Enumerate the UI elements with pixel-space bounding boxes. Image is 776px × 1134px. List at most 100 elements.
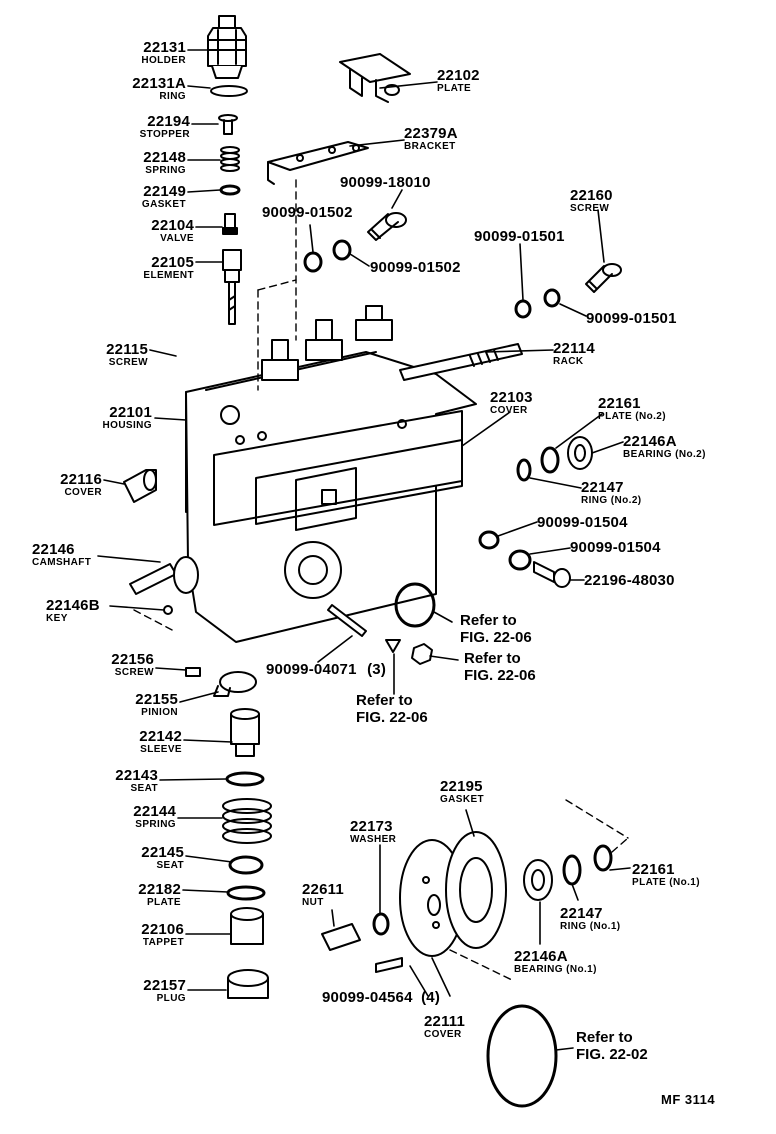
stud-drawing: [327, 604, 367, 637]
part-number: 22131: [143, 39, 186, 56]
label-cover-left: 22116 COVER: [20, 472, 102, 498]
part-number: 22142: [139, 728, 182, 745]
part-name: HOUSING: [102, 420, 152, 431]
gasket-drawing: [219, 184, 241, 196]
part-number: 22161: [632, 861, 675, 878]
reference-text: Refer to: [460, 612, 517, 629]
label-gasket-d: 90099-01501: [586, 311, 677, 326]
label-ring-no1: 22147 RING (No.1): [560, 906, 621, 932]
label-gasket-big: 22195 GASKET: [440, 779, 484, 805]
label-gasket-a: 90099-01502: [262, 205, 353, 220]
part-number: 22146: [32, 541, 75, 558]
label-bracket: 22379A BRACKET: [404, 126, 458, 152]
label-bolt-04564: 90099-04564 (4): [322, 990, 440, 1006]
part-number: 22160: [570, 187, 613, 204]
plate-no2-drawing: [540, 446, 560, 474]
bearing-no1-drawing: [523, 859, 553, 901]
part-number: 90099-01504: [570, 539, 661, 556]
part-name: BEARING (No.1): [514, 964, 597, 975]
reference-figure: FIG. 22-06: [460, 629, 532, 646]
bolt-18010-drawing: [367, 212, 407, 241]
reference-text: Refer to: [576, 1029, 633, 1046]
gasket-c-drawing: [514, 299, 532, 319]
part-name: NUT: [302, 897, 324, 908]
label-stud: 90099-04071 (3): [266, 662, 386, 678]
label-pinion: 22155 PINION: [80, 692, 178, 718]
label-bolt-48030: 22196-48030: [584, 573, 675, 588]
spring-top-drawing: [220, 146, 240, 172]
key-drawing: [163, 605, 173, 615]
plate-no1-drawing: [593, 844, 613, 872]
reference-text: Refer to: [464, 650, 521, 667]
part-name: KEY: [46, 613, 68, 624]
part-number: 22144: [133, 803, 176, 820]
screw-22160-drawing: [585, 263, 622, 293]
nut-drawing: [321, 923, 361, 951]
label-seat-top: 22143 SEAT: [80, 768, 158, 794]
label-ring: 22131A RING: [96, 76, 186, 102]
label-holder: 22131 HOLDER: [96, 40, 186, 66]
part-number: 22105: [151, 254, 194, 271]
part-name: COVER: [424, 1029, 462, 1040]
label-spring-top: 22148 SPRING: [96, 150, 186, 176]
part-number: 22143: [115, 767, 158, 784]
reference-plug-mid: Refer to FIG. 22-06: [356, 692, 428, 726]
part-name: SEAT: [156, 860, 184, 871]
tappet-drawing: [230, 907, 264, 945]
camshaft-drawing: [129, 556, 199, 595]
label-element: 22105 ELEMENT: [96, 255, 194, 281]
part-quantity: (4): [421, 989, 441, 1006]
part-number: 22155: [135, 691, 178, 708]
part-name: RING: [159, 91, 186, 102]
seat-top-drawing: [225, 771, 265, 787]
label-seat-low: 22145 SEAT: [80, 845, 184, 871]
part-number: 90099-01502: [262, 204, 353, 221]
part-name: WASHER: [350, 834, 397, 845]
reference-text: Refer to: [356, 692, 413, 709]
part-name: HOLDER: [141, 55, 186, 66]
label-gasket: 22149 GASKET: [96, 184, 186, 210]
plug-drawing: [227, 969, 269, 999]
label-plate-low: 22182 PLATE: [80, 882, 181, 908]
element-drawing: [222, 249, 242, 325]
part-name: COVER: [64, 487, 102, 498]
housing-drawing: [185, 351, 477, 643]
label-bolt-18010: 90099-18010: [340, 175, 431, 190]
part-number: 22182: [138, 881, 181, 898]
bearing-no2-drawing: [567, 436, 593, 470]
sleeve-drawing: [230, 708, 260, 757]
washer-drawing: [372, 912, 390, 936]
part-name: TAPPET: [142, 937, 184, 948]
label-bearing-no1: 22146A BEARING (No.1): [514, 949, 597, 975]
plug-mid-drawing: [385, 639, 401, 653]
gasket-e-drawing: [478, 530, 500, 550]
part-number: 90099-01504: [537, 514, 628, 531]
bracket-drawing: [267, 141, 369, 185]
part-name: RING (No.2): [581, 495, 642, 506]
label-valve: 22104 VALVE: [96, 218, 194, 244]
pinion-drawing: [213, 671, 257, 697]
part-number: 22104: [151, 217, 194, 234]
rack-drawing: [399, 343, 523, 381]
label-housing: 22101 HOUSING: [60, 405, 152, 431]
part-number: 90099-04564: [322, 989, 413, 1006]
part-name: VALVE: [160, 233, 194, 244]
label-cover-end: 22111 COVER: [424, 1014, 465, 1040]
part-name: BEARING (No.2): [623, 449, 706, 460]
part-number: 22196-48030: [584, 572, 675, 589]
bolt-04564-drawing: [375, 957, 403, 973]
part-name: BRACKET: [404, 141, 456, 152]
part-number: 22145: [141, 844, 184, 861]
part-number: 90099-01501: [586, 310, 677, 327]
label-screw-side: 22115 SCREW: [60, 342, 148, 368]
figure-code: MF 3114: [661, 1092, 716, 1107]
part-number: 22611: [302, 881, 344, 898]
holder-drawing: [207, 15, 247, 79]
gasket-f-drawing: [508, 549, 532, 571]
label-gasket-b: 90099-01502: [370, 260, 461, 275]
reference-oring-mid: Refer to FIG. 22-06: [460, 612, 532, 646]
part-name: STOPPER: [139, 129, 190, 140]
label-gasket-c: 90099-01501: [474, 229, 565, 244]
label-bearing-no2: 22146A BEARING (No.2): [623, 434, 706, 460]
